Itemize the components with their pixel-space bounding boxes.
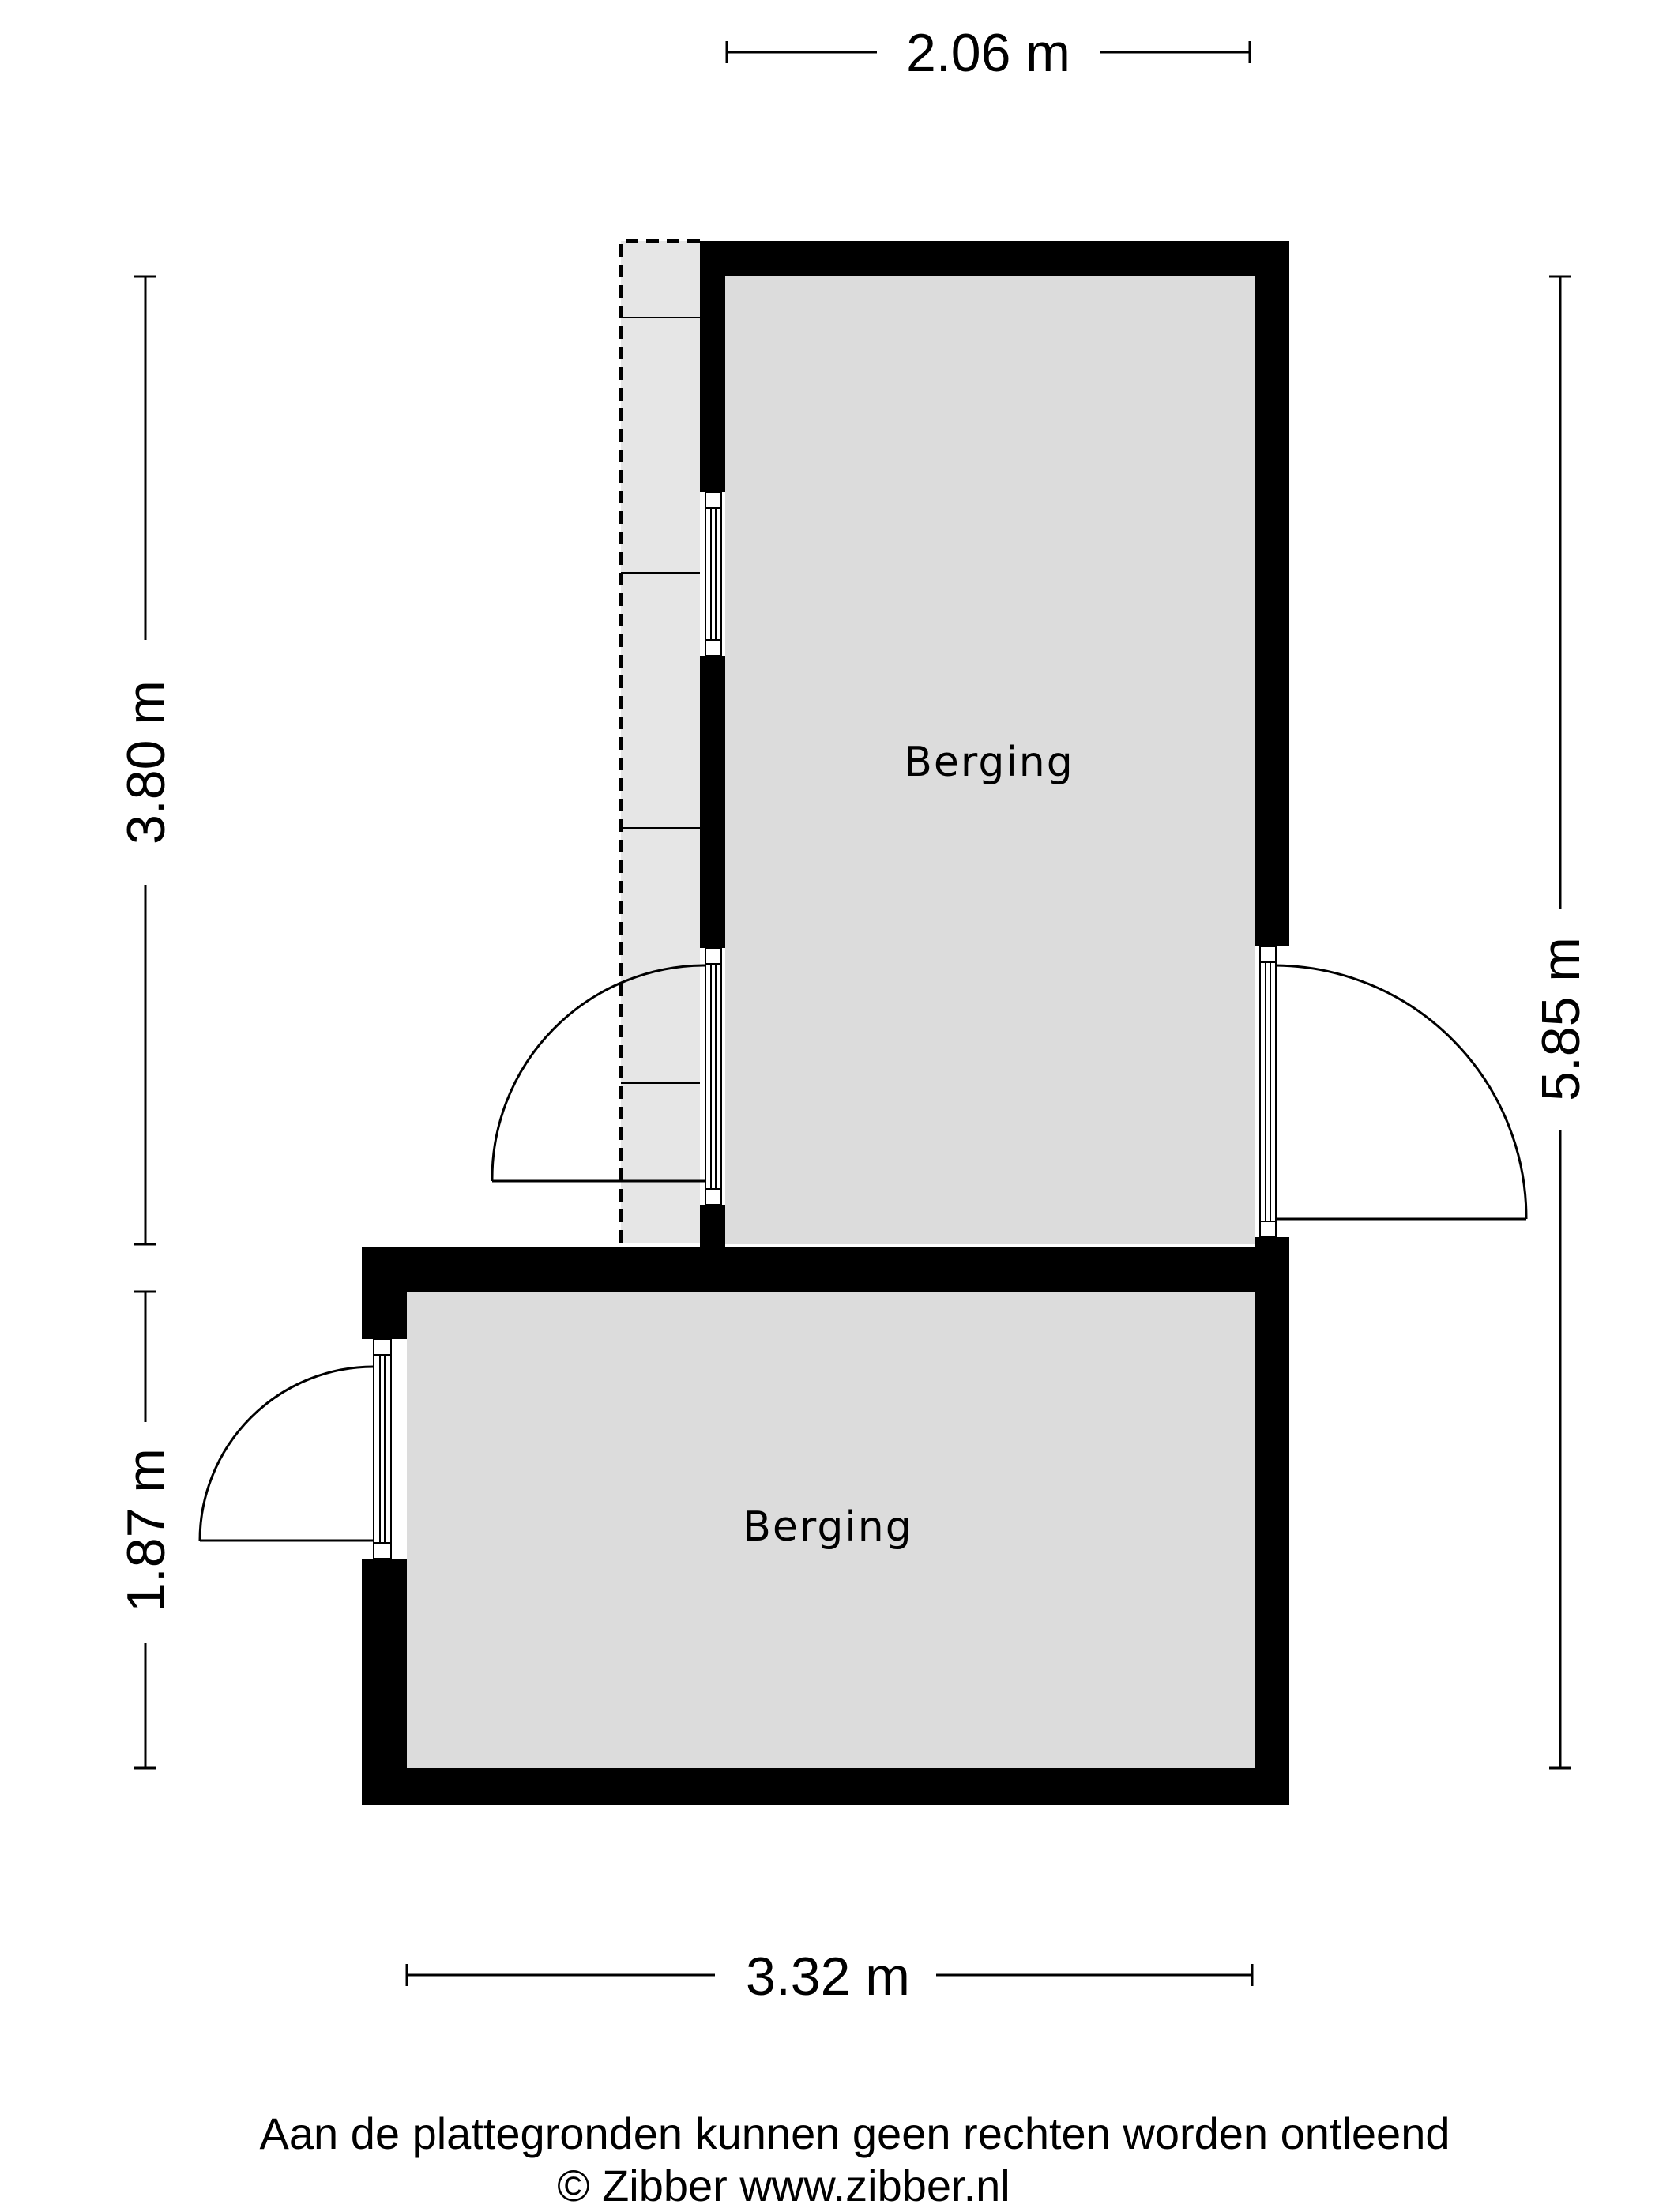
- dimension-right: 5.85 m: [1531, 275, 1591, 1770]
- footer-copyright: © Zibber www.zibber.nl: [557, 2161, 1010, 2210]
- dimension-left-lower: 1.87 m: [116, 1290, 176, 1770]
- room-label-lower: Berging: [743, 1503, 913, 1551]
- lower-room-floor: [407, 1292, 1255, 1768]
- dimension-bottom-label: 3.32 m: [746, 1947, 910, 2007]
- upper-right-door: [1259, 946, 1528, 1238]
- dimension-left-upper: 3.80 m: [116, 275, 176, 1246]
- upper-left-door: [491, 947, 722, 1206]
- room-label-upper: Berging: [904, 739, 1074, 786]
- dimension-top: 2.06 m: [725, 23, 1251, 83]
- footer-disclaimer: Aan de plattegronden kunnen geen rechten…: [260, 2109, 1450, 2158]
- lower-left-door: [198, 1338, 392, 1559]
- lower-room: [362, 1247, 1289, 1805]
- dimension-left-upper-label: 3.80 m: [116, 680, 176, 845]
- dimension-top-label: 2.06 m: [906, 23, 1070, 83]
- dimension-bottom: 3.32 m: [405, 1947, 1254, 2007]
- upper-left-window: [705, 491, 722, 656]
- upper-room: [700, 241, 1289, 1277]
- dimension-left-lower-label: 1.87 m: [116, 1448, 176, 1612]
- outdoor-strip: [619, 239, 700, 1243]
- upper-room-floor: [725, 276, 1255, 1244]
- dimension-right-label: 5.85 m: [1531, 937, 1591, 1101]
